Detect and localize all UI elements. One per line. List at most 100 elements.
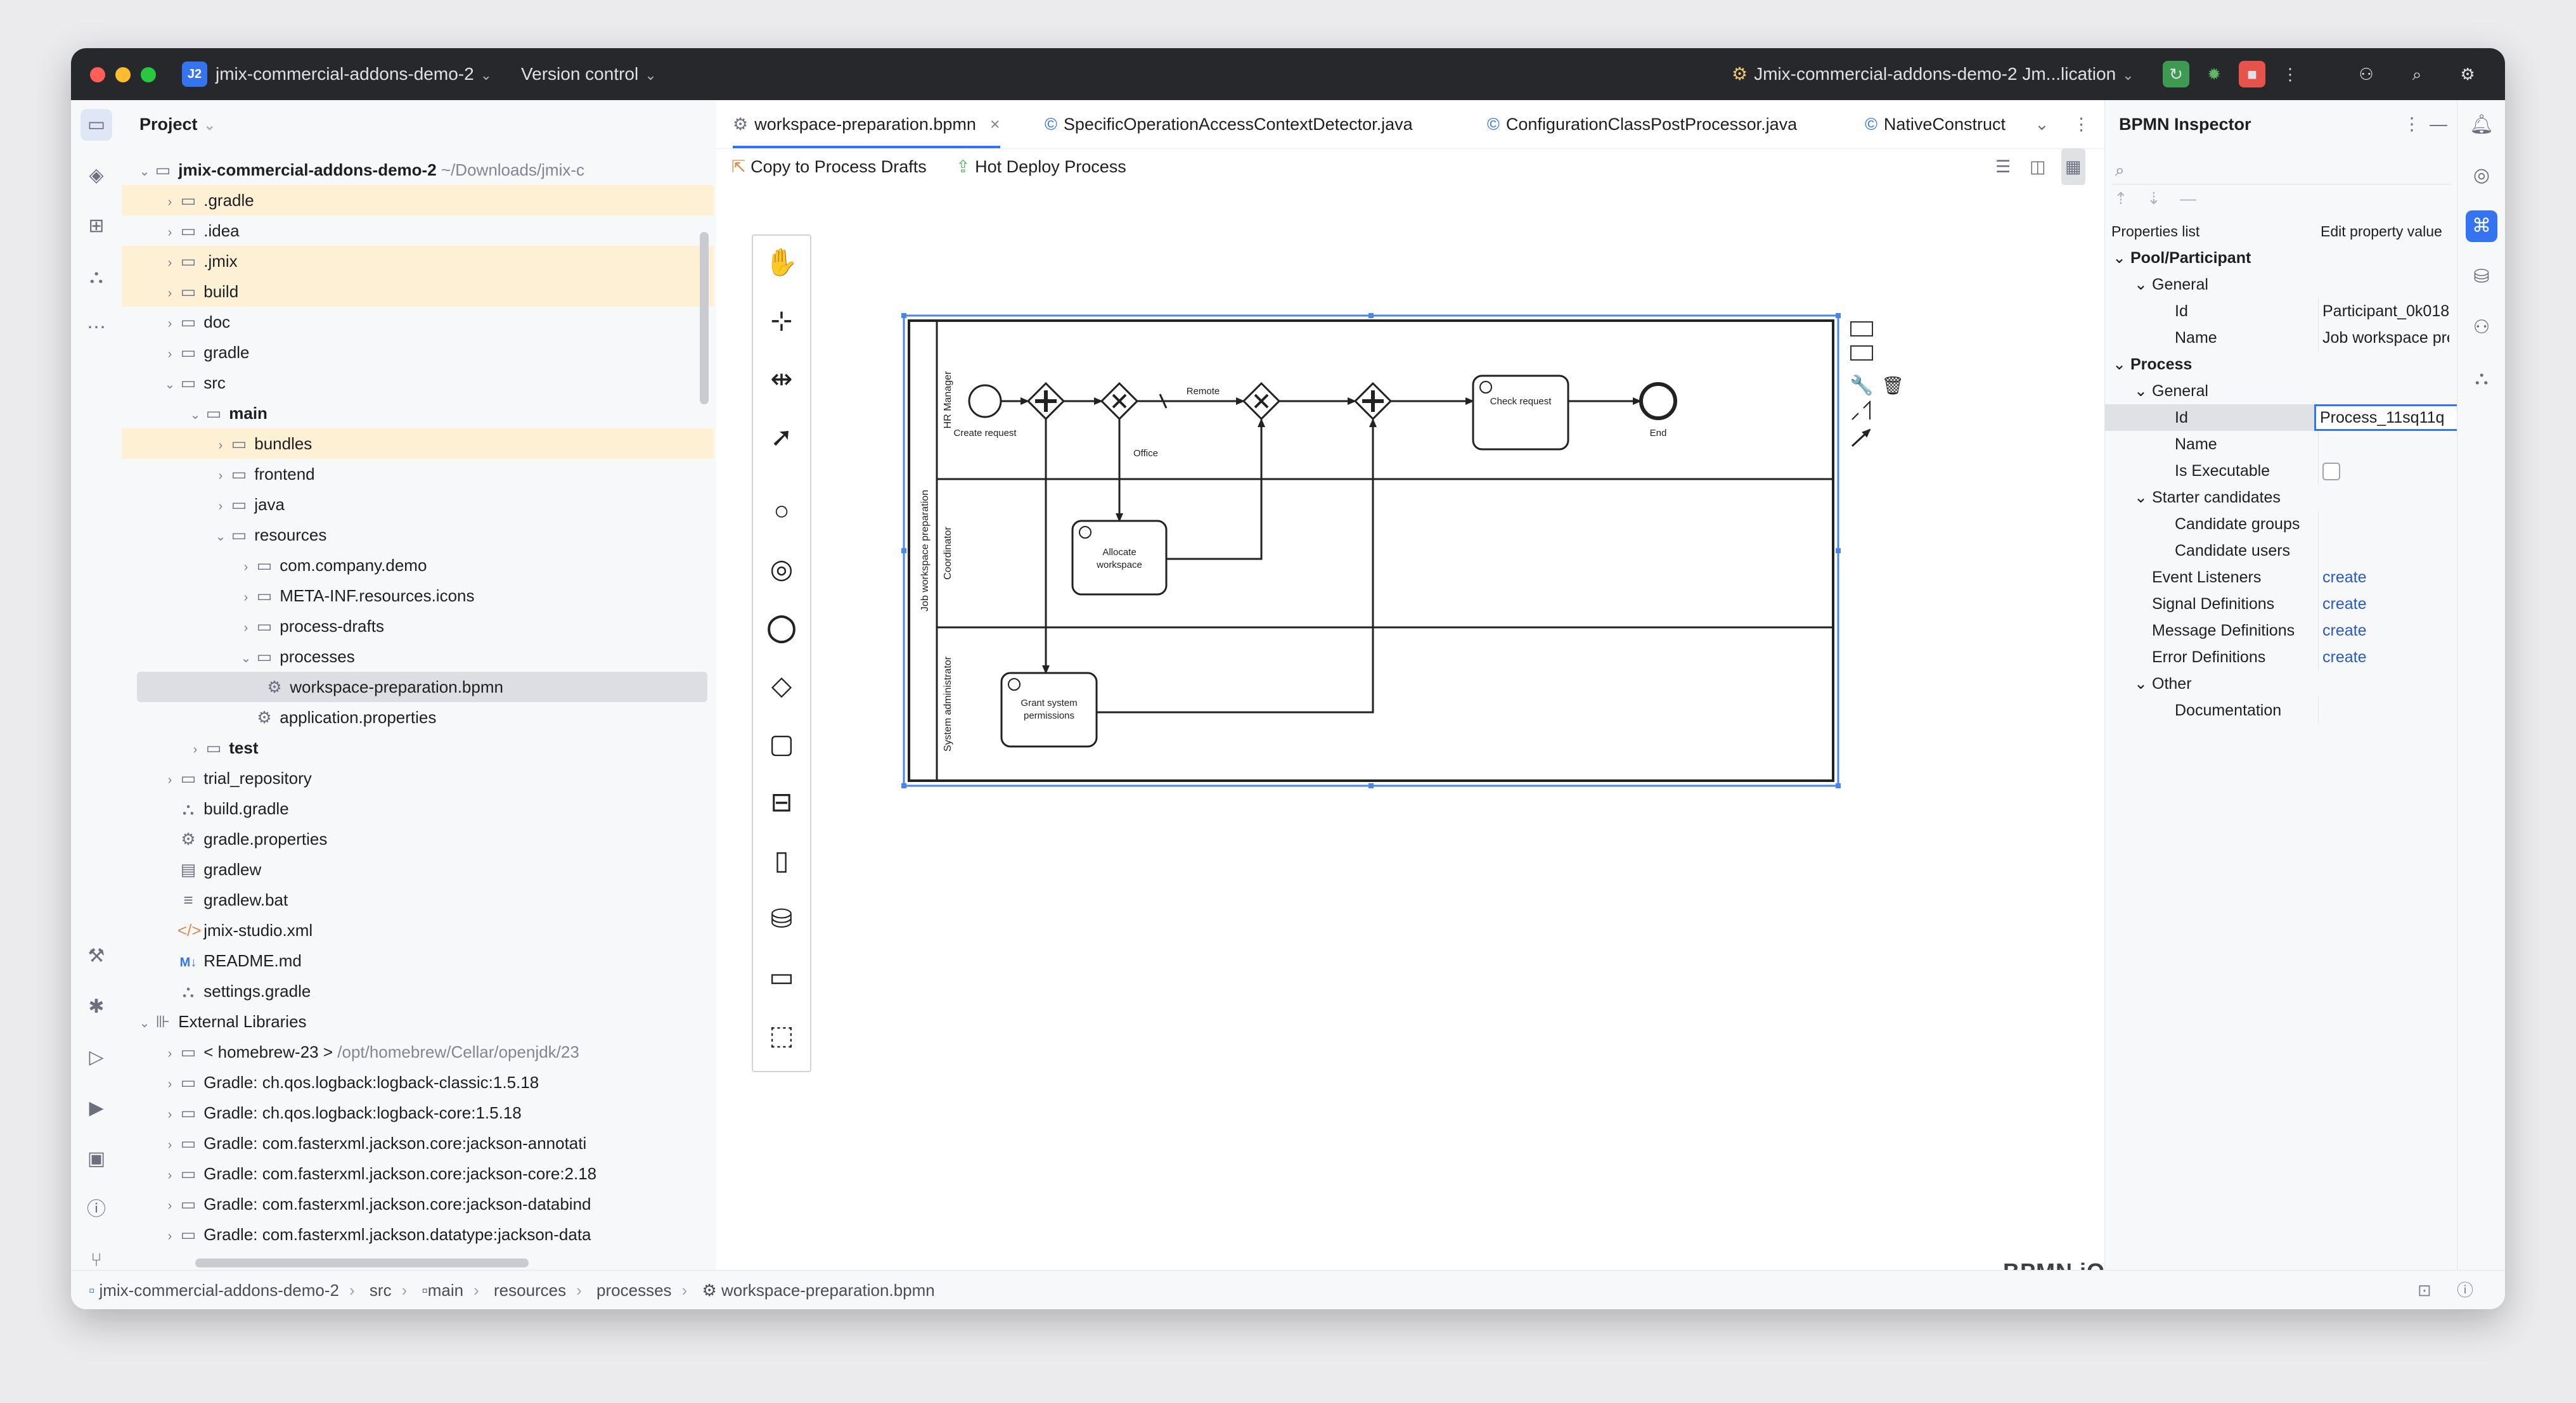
tree-row-process-drafts[interactable]: ›▭ process-drafts	[122, 611, 714, 641]
property-is-executable[interactable]: Is Executable	[2105, 458, 2457, 484]
task-grant-permissions[interactable]	[1000, 672, 1098, 748]
start-event-icon[interactable]: ○	[773, 496, 790, 525]
project-horizontal-scrollbar[interactable]	[195, 1259, 529, 1267]
tree-row-lib[interactable]: ›▭ Gradle: ch.qos.logback:logback-classi…	[122, 1067, 714, 1098]
tree-row-gradle-dir[interactable]: ›▭ .gradle	[122, 185, 714, 215]
notifications-bell-icon[interactable]: 🔔︎	[2469, 114, 2494, 135]
parallel-gateway-split[interactable]	[1026, 381, 1066, 421]
tree-row-external-libraries[interactable]: ⌄⊪ External Libraries	[122, 1006, 714, 1037]
context-pad[interactable]: 🔧 🗑	[1850, 321, 1904, 447]
lock-icon[interactable]: ⊡	[2418, 1281, 2431, 1300]
tree-row-jmix[interactable]: ›▭ .jmix	[122, 246, 714, 276]
tree-row-trial-repository[interactable]: ›▭ trial_repository	[122, 763, 714, 793]
property-search-input[interactable]: ⌕	[2111, 156, 2451, 184]
tree-row-java[interactable]: ›▭ java	[122, 489, 714, 520]
subprocess-icon[interactable]: ⊟	[770, 787, 793, 817]
bpmn-canvas[interactable]: ✋ ⊹ ⇹ ➚ ○ ◎ ◯ ◇ ▢ ⊟ ▯ ⛁ ▭ ⬚	[716, 185, 2106, 1288]
breadcrumb-item[interactable]: ▫main	[422, 1281, 464, 1300]
sort-icon[interactable]: —	[2180, 189, 2196, 208]
breadcrumb-item[interactable]: resources	[493, 1281, 567, 1300]
run-configuration-selector[interactable]: ⚙Jmix-commercial-addons-demo-2 Jm...lica…	[1732, 48, 2134, 100]
tree-row-readme[interactable]: M↓ README.md	[122, 945, 714, 976]
end-event-icon[interactable]: ◯	[766, 612, 797, 642]
lasso-tool-icon[interactable]: ⊹	[770, 305, 793, 335]
services-icon[interactable]: ▷	[89, 1047, 104, 1068]
jmix-icon[interactable]: ◈	[89, 165, 104, 186]
tree-row-main[interactable]: ⌄▭ main	[122, 398, 714, 428]
tree-row-build-gradle[interactable]: ⛬ build.gradle	[122, 793, 714, 824]
text-view-icon[interactable]: ☰	[1995, 157, 2011, 176]
ai-assistant-icon[interactable]: ◎	[2473, 165, 2490, 186]
create-link[interactable]: create	[2318, 564, 2449, 591]
git-branch-icon[interactable]: ⑂	[91, 1250, 102, 1271]
group-pool-general[interactable]: ⌄General	[2105, 271, 2457, 298]
group-process-general[interactable]: ⌄General	[2105, 378, 2457, 404]
tab-configuration-class[interactable]: ©ConfigurationClassPostProcessor.java	[1487, 100, 1797, 148]
group-starter-candidates[interactable]: ⌄Starter candidates	[2105, 484, 2457, 511]
tab-list-chevron-icon[interactable]: ⌄	[2035, 115, 2049, 134]
tree-row-gradlew[interactable]: ▤ gradlew	[122, 854, 714, 885]
tree-row-test[interactable]: ›▭ test	[122, 733, 714, 763]
tree-row-lib[interactable]: ›▭ Gradle: com.fasterxml.jackson.datatyp…	[122, 1219, 714, 1250]
add-user-icon[interactable]: ⚇	[2359, 65, 2374, 84]
property-value[interactable]	[2318, 431, 2449, 458]
copy-to-drafts-button[interactable]: ⇱ Copy to Process Drafts	[731, 148, 927, 185]
inspector-options-icon[interactable]: ⋮	[2403, 114, 2421, 134]
tab-workspace-preparation-bpmn[interactable]: ⚙workspace-preparation.bpmn×	[733, 100, 1000, 148]
tree-row-build[interactable]: ›▭ build	[122, 276, 714, 307]
data-store-icon[interactable]: ⛁	[770, 904, 793, 933]
property-process-name[interactable]: Name	[2105, 431, 2457, 458]
tree-row-gradlew-bat[interactable]: ≡ gradlew.bat	[122, 885, 714, 915]
split-view-icon[interactable]: ◫	[2030, 157, 2046, 176]
more-icon[interactable]: ⋮	[2282, 65, 2298, 84]
task-check-request[interactable]	[1472, 375, 1569, 451]
database-icon[interactable]: ⛁	[2473, 266, 2490, 287]
property-value[interactable]: Job workspace prepara...	[2318, 324, 2449, 351]
diagram-view-icon[interactable]: ▦	[2061, 148, 2085, 185]
hot-deploy-button[interactable]: ⇪ Hot Deploy Process	[956, 148, 1126, 185]
tree-row-workspace-bpmn[interactable]: ⚙ workspace-preparation.bpmn	[137, 672, 707, 702]
version-control-menu[interactable]: Version control⌄	[521, 48, 657, 100]
breadcrumb-item[interactable]: processes	[596, 1281, 672, 1300]
group-pool-participant[interactable]: ⌄Pool/Participant	[2105, 245, 2457, 271]
tree-row-processes[interactable]: ⌄▭ processes	[122, 641, 714, 672]
property-value[interactable]: Participant_0k0188w	[2318, 298, 2449, 324]
pool-icon[interactable]: ▭	[769, 962, 794, 992]
breadcrumb-item[interactable]: ▫ jmix-commercial-addons-demo-2	[89, 1281, 339, 1300]
project-panel-header[interactable]: Project⌄	[122, 100, 716, 148]
end-event[interactable]	[1639, 382, 1677, 420]
help-icon[interactable]: ⓘ	[2457, 1281, 2474, 1300]
add-lane-below-icon[interactable]	[1850, 345, 1873, 361]
tree-row-jmix-studio-xml[interactable]: </> jmix-studio.xml	[122, 915, 714, 945]
space-tool-icon[interactable]: ⇹	[770, 364, 793, 394]
property-value[interactable]	[2318, 511, 2449, 537]
parallel-gateway-join[interactable]	[1353, 381, 1393, 421]
breadcrumb-item[interactable]: ⚙ workspace-preparation.bpmn	[702, 1281, 934, 1300]
structure-icon[interactable]: ⊞	[88, 215, 105, 236]
create-link[interactable]: create	[2318, 591, 2449, 617]
bpmn-inspector-icon[interactable]: ⌘	[2466, 210, 2497, 242]
trash-icon[interactable]: 🗑	[1881, 375, 1904, 396]
tree-row-application-properties[interactable]: ⚙ application.properties	[122, 702, 714, 733]
zoom-window-button[interactable]	[141, 67, 156, 82]
project-switcher[interactable]: jmix-commercial-addons-demo-2⌄	[216, 48, 492, 100]
text-annotation-icon[interactable]	[1852, 400, 1871, 420]
hand-tool-icon[interactable]: ✋	[764, 247, 799, 277]
property-candidate-users[interactable]: Candidate users	[2105, 537, 2457, 564]
project-vertical-scrollbar[interactable]	[700, 232, 709, 404]
exclusive-gateway-join[interactable]	[1242, 381, 1281, 421]
minimize-window-button[interactable]	[115, 67, 131, 82]
property-value[interactable]	[2318, 537, 2449, 564]
start-event[interactable]	[968, 384, 1002, 418]
property-documentation[interactable]: Documentation	[2105, 697, 2457, 724]
close-tab-icon[interactable]: ×	[989, 115, 1000, 134]
create-link[interactable]: create	[2318, 644, 2449, 670]
gateway-icon[interactable]: ◇	[771, 670, 792, 700]
tab-options-icon[interactable]: ⋮	[2073, 115, 2090, 134]
